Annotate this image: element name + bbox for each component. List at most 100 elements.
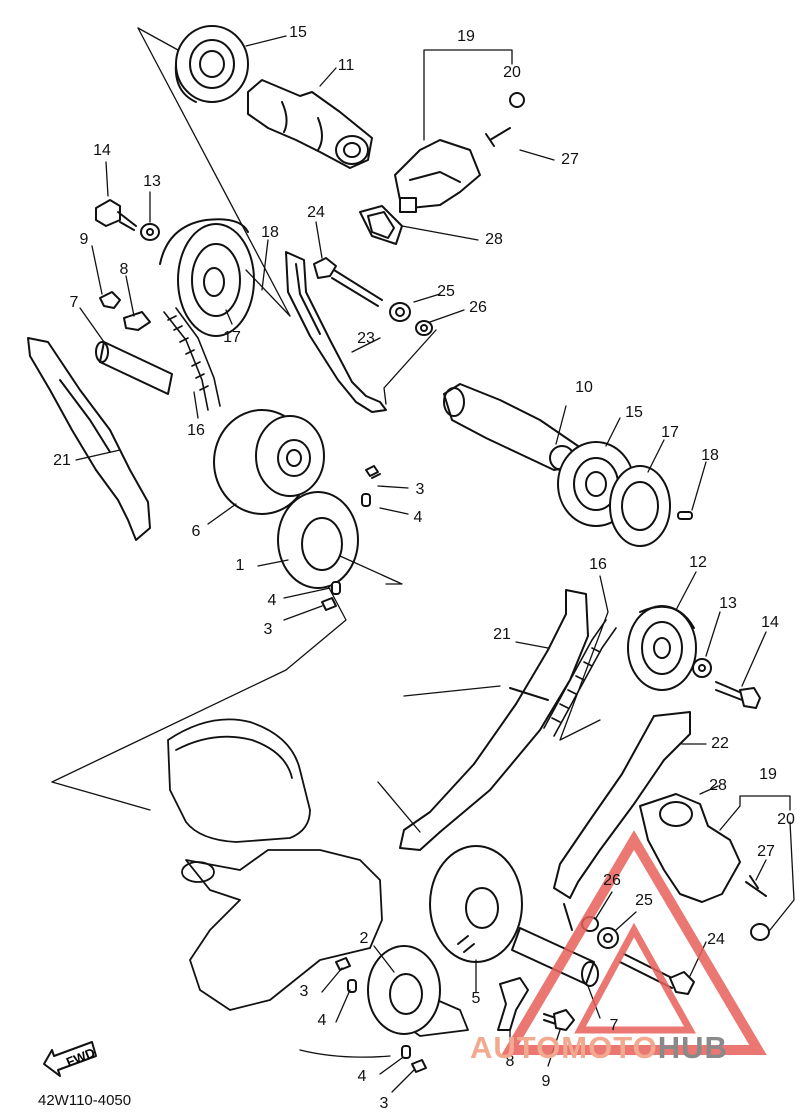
chain-guide-21-upper (27, 337, 151, 541)
callout-15: 15 (289, 24, 307, 41)
callout-22: 22 (711, 735, 729, 752)
callout-12: 12 (689, 554, 707, 571)
washer-13-middle (692, 658, 712, 678)
spring-3-lower-left (335, 957, 351, 971)
callout-20: 20 (503, 64, 521, 81)
timing-chain-16-upper (163, 307, 221, 411)
callout-3: 3 (415, 481, 425, 498)
callout-1: 1 (235, 557, 245, 574)
callout-14: 14 (93, 142, 111, 159)
pin-4-lower-left (347, 979, 357, 993)
callout-2: 2 (359, 930, 369, 947)
callout-19: 19 (759, 766, 777, 783)
chain-guide-23 (285, 251, 387, 413)
bolt-9-lower (543, 1009, 575, 1031)
callout-27: 27 (757, 843, 775, 860)
callout-4: 4 (413, 509, 423, 526)
callout-26: 26 (469, 299, 487, 316)
callout-3: 3 (263, 621, 273, 638)
tensioner-19-middle (639, 793, 770, 941)
callout-18: 18 (701, 447, 719, 464)
bolt-24-lower (619, 953, 695, 995)
callout-19: 19 (457, 28, 475, 45)
callout-13: 13 (143, 173, 161, 190)
gear-2 (367, 945, 441, 1035)
callout-10: 10 (575, 379, 593, 396)
callout-24: 24 (307, 204, 325, 221)
callout-21: 21 (493, 626, 511, 643)
timing-chain-16-middle (543, 619, 617, 737)
pin-4-upper (361, 493, 371, 507)
diagram-part-code: 42W110-4050 (38, 1092, 132, 1109)
gasket-28-upper (359, 205, 403, 245)
tensioner-19-upper (394, 92, 525, 213)
watermark-triangle-icon (501, 830, 767, 1055)
camshaft-10 (443, 383, 579, 471)
shaft-7-upper (95, 341, 173, 395)
callout-8: 8 (119, 261, 129, 278)
camshaft-11 (247, 79, 373, 169)
callout-26: 26 (603, 872, 621, 889)
callout-24: 24 (707, 931, 725, 948)
callout-16: 16 (187, 422, 205, 439)
watermark-text-automoto: AUTOMOTO (470, 1030, 658, 1065)
callout-25: 25 (437, 283, 455, 300)
callout-4: 4 (317, 1012, 327, 1029)
gear-5 (429, 845, 523, 963)
bolt-14-middle (715, 681, 761, 709)
callout-4: 4 (267, 592, 277, 609)
cam-sprocket-17-middle (609, 465, 671, 547)
washer-26-upper (415, 320, 433, 336)
callout-8: 8 (505, 1053, 515, 1070)
callout-7: 7 (69, 294, 79, 311)
watermark-inner-triangle-icon (574, 922, 696, 1034)
callout-9: 9 (541, 1073, 551, 1090)
watermark-text-hub: HUB (657, 1030, 728, 1065)
callout-3: 3 (299, 983, 309, 1000)
chain-guide-21-middle (399, 589, 589, 851)
callout-3: 3 (379, 1095, 389, 1112)
crankshaft-piston-outline (167, 718, 469, 1037)
callout-6: 6 (191, 523, 201, 540)
bolt-9-upper (99, 291, 121, 309)
callout-4: 4 (357, 1068, 367, 1085)
callout-28: 28 (709, 777, 727, 794)
callout-9: 9 (79, 231, 89, 248)
plate-8-upper (123, 311, 151, 331)
callout-23: 23 (357, 330, 375, 347)
bolt-14-upper (95, 199, 160, 241)
pin-4-lower (401, 1045, 411, 1059)
callout-28: 28 (485, 231, 503, 248)
cam-sprocket-17-upper (159, 218, 255, 337)
watermark-text: AUTOMOTOHUB (470, 1030, 728, 1066)
callout-16: 16 (589, 556, 607, 573)
leader-lines (51, 27, 795, 1093)
callout-5: 5 (471, 990, 481, 1007)
nut-25-lower (597, 927, 619, 949)
spring-3-lower (411, 1059, 427, 1073)
callout-14: 14 (761, 614, 779, 631)
bearing-15-top (174, 25, 249, 103)
pin-18-middle (677, 511, 693, 520)
gear-6 (213, 409, 325, 515)
fwd-arrow: FWD (43, 1041, 97, 1077)
watermark-logo (501, 830, 767, 1055)
spring-3-upper (365, 465, 381, 479)
spring-3-gear1 (321, 597, 337, 611)
chain-guide-22 (553, 711, 691, 931)
pin-4-gear1 (331, 581, 341, 595)
gear-1 (277, 491, 359, 589)
callout-17: 17 (223, 329, 241, 346)
nut-25-upper (389, 302, 411, 322)
callout-17: 17 (661, 424, 679, 441)
callout-11: 11 (337, 57, 355, 74)
bearing-12 (627, 605, 697, 691)
callout-7: 7 (609, 1017, 619, 1034)
callout-25: 25 (635, 892, 653, 909)
bolt-24-upper (313, 257, 383, 307)
fwd-label: FWD (64, 1045, 97, 1070)
callout-13: 13 (719, 595, 737, 612)
plate-8-lower (497, 977, 529, 1031)
callout-27: 27 (561, 151, 579, 168)
